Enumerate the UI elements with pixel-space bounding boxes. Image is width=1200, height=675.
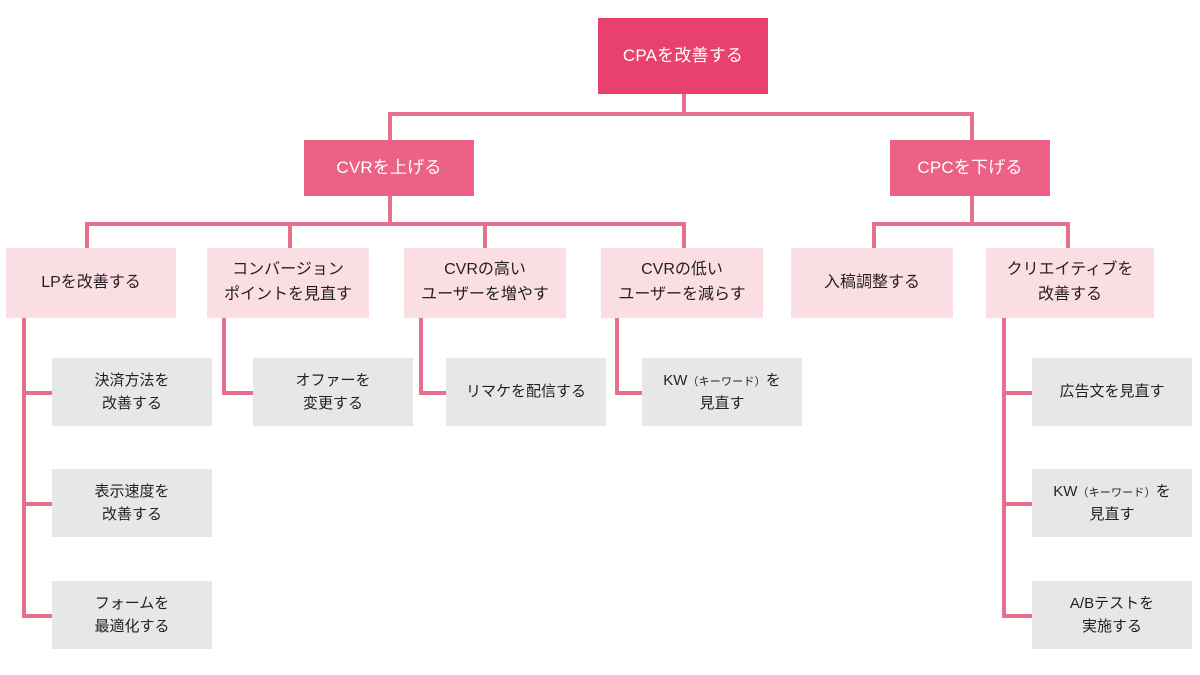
connector-cpc-stem xyxy=(970,196,974,224)
node-cvr-up[interactable]: CVRを上げる xyxy=(304,140,474,196)
leaf-keyword-review-creative-line1: KW（キーワード）を xyxy=(1032,480,1192,503)
connector-lp-stub-2 xyxy=(22,502,52,506)
leaf-payment-method[interactable]: 決済方法を 改善する xyxy=(52,358,212,426)
leaf-page-speed-label: 表示速度を 改善する xyxy=(52,480,212,527)
leaf-keyword-review-creative-pre: KW xyxy=(1053,482,1078,500)
connector-cvr-to-conversion-point xyxy=(288,222,292,248)
node-submission-adjust-line1: 入稿調整する xyxy=(823,273,920,291)
connector-cvr-to-cvr-high xyxy=(483,222,487,248)
leaf-payment-method-label: 決済方法を 改善する xyxy=(52,369,212,416)
leaf-form-optimize-line1: フォームを xyxy=(94,594,170,612)
leaf-keyword-review-cvr-post: を xyxy=(765,371,781,389)
leaf-remarketing-line1: リマケを配信する xyxy=(465,383,586,401)
node-cvr-low-users-label: CVRの低い ユーザーを減らす xyxy=(601,258,763,308)
connector-cvr-bar xyxy=(85,222,686,226)
connector-lp-stub-3 xyxy=(22,614,52,618)
node-improve-creative[interactable]: クリエイティブを 改善する xyxy=(986,248,1154,318)
leaf-ab-test-line2: 実施する xyxy=(1081,618,1142,635)
node-cpc-down-label: CPCを下げる xyxy=(917,157,1023,177)
leaf-page-speed-line2: 改善する xyxy=(101,506,162,523)
leaf-form-optimize-line2: 最適化する xyxy=(94,618,170,635)
leaf-ab-test[interactable]: A/Bテストを 実施する xyxy=(1032,581,1192,649)
connector-creative-stub-3 xyxy=(1002,614,1032,618)
node-cvr-high-users-line1: CVRの高い xyxy=(444,261,526,279)
leaf-page-speed[interactable]: 表示速度を 改善する xyxy=(52,469,212,537)
connector-conversion-stub-1 xyxy=(222,391,253,395)
node-cvr-high-users-line2: ユーザーを増やす xyxy=(421,286,549,303)
connector-cvrlow-stub-1 xyxy=(615,391,642,395)
connector-lp-spine xyxy=(22,318,26,618)
node-cpc-down[interactable]: CPCを下げる xyxy=(890,140,1050,196)
connector-cvr-stem xyxy=(388,196,392,224)
leaf-remarketing[interactable]: リマケを配信する xyxy=(446,358,606,426)
leaf-ab-test-label: A/Bテストを 実施する xyxy=(1032,592,1192,639)
leaf-keyword-review-creative-line2: 見直す xyxy=(1089,506,1135,523)
connector-cvrhigh-spine xyxy=(419,318,423,394)
leaf-keyword-review-cvr-paren: （キーワード） xyxy=(687,375,766,388)
leaf-form-optimize[interactable]: フォームを 最適化する xyxy=(52,581,212,649)
leaf-keyword-review-cvr-pre: KW xyxy=(663,371,688,389)
node-improve-lp-label: LPを改善する xyxy=(6,271,176,296)
node-improve-creative-line1: クリエイティブを xyxy=(1006,261,1134,279)
connector-root-to-cpc xyxy=(970,112,974,140)
node-conversion-point-line1: コンバージョン xyxy=(232,261,344,279)
leaf-keyword-review-cvr-line1: KW（キーワード）を xyxy=(642,369,802,392)
leaf-change-offer[interactable]: オファーを 変更する xyxy=(253,358,413,426)
node-submission-adjust[interactable]: 入稿調整する xyxy=(791,248,953,318)
node-conversion-point-line2: ポイントを見直す xyxy=(223,286,352,303)
leaf-change-offer-label: オファーを 変更する xyxy=(253,369,413,416)
node-cvr-up-label: CVRを上げる xyxy=(336,157,442,177)
node-conversion-point-label: コンバージョン ポイントを見直す xyxy=(207,258,369,308)
leaf-ad-copy-review-label: 広告文を見直す xyxy=(1032,380,1192,403)
connector-creative-stub-1 xyxy=(1002,391,1032,395)
leaf-change-offer-line2: 変更する xyxy=(302,395,363,412)
connector-cpc-bar xyxy=(872,222,1070,226)
connector-cvr-to-cvr-low xyxy=(682,222,686,248)
node-improve-lp[interactable]: LPを改善する xyxy=(6,248,176,318)
node-cvr-low-users[interactable]: CVRの低い ユーザーを減らす xyxy=(601,248,763,318)
leaf-change-offer-line1: オファーを xyxy=(295,371,371,389)
connector-root-bar xyxy=(388,112,974,116)
node-improve-lp-line1: LPを改善する xyxy=(41,273,141,291)
node-improve-creative-label: クリエイティブを 改善する xyxy=(986,258,1154,308)
node-improve-creative-line2: 改善する xyxy=(1037,286,1102,303)
node-root-cpa[interactable]: CPAを改善する xyxy=(598,18,768,94)
node-conversion-point[interactable]: コンバージョン ポイントを見直す xyxy=(207,248,369,318)
leaf-ab-test-line1: A/Bテストを xyxy=(1069,594,1155,612)
leaf-payment-method-line2: 改善する xyxy=(101,395,162,412)
leaf-keyword-review-creative-label: KW（キーワード）を 見直す xyxy=(1032,480,1192,527)
leaf-keyword-review-cvr-line2: 見直す xyxy=(699,395,745,412)
connector-conversion-spine xyxy=(222,318,226,394)
connector-cpc-to-nyuko xyxy=(872,222,876,248)
leaf-keyword-review-cvr[interactable]: KW（キーワード）を 見直す xyxy=(642,358,802,426)
node-root-cpa-label: CPAを改善する xyxy=(622,45,744,65)
leaf-keyword-review-creative[interactable]: KW（キーワード）を 見直す xyxy=(1032,469,1192,537)
leaf-payment-method-line1: 決済方法を xyxy=(94,371,170,389)
connector-creative-stub-2 xyxy=(1002,502,1032,506)
connector-root-to-cvr xyxy=(388,112,392,140)
node-cvr-high-users[interactable]: CVRの高い ユーザーを増やす xyxy=(404,248,566,318)
leaf-page-speed-line1: 表示速度を xyxy=(94,482,170,500)
connector-cvrlow-spine xyxy=(615,318,619,394)
connector-cvr-to-lp xyxy=(85,222,89,248)
connector-lp-stub-1 xyxy=(22,391,52,395)
connector-cvrhigh-stub-1 xyxy=(419,391,446,395)
leaf-form-optimize-label: フォームを 最適化する xyxy=(52,592,212,639)
leaf-remarketing-label: リマケを配信する xyxy=(446,380,606,403)
node-submission-adjust-label: 入稿調整する xyxy=(791,271,953,296)
node-cvr-low-users-line2: ユーザーを減らす xyxy=(618,286,746,303)
connector-creative-spine xyxy=(1002,318,1006,618)
connector-root-stem xyxy=(682,94,686,114)
leaf-keyword-review-cvr-label: KW（キーワード）を 見直す xyxy=(642,369,802,416)
node-cvr-low-users-line1: CVRの低い xyxy=(641,261,723,279)
leaf-keyword-review-creative-post: を xyxy=(1155,482,1171,500)
node-cvr-high-users-label: CVRの高い ユーザーを増やす xyxy=(404,258,566,308)
leaf-ad-copy-review[interactable]: 広告文を見直す xyxy=(1032,358,1192,426)
leaf-keyword-review-creative-paren: （キーワード） xyxy=(1077,486,1156,499)
connector-cpc-to-creative xyxy=(1066,222,1070,248)
leaf-ad-copy-review-line1: 広告文を見直す xyxy=(1059,383,1165,401)
